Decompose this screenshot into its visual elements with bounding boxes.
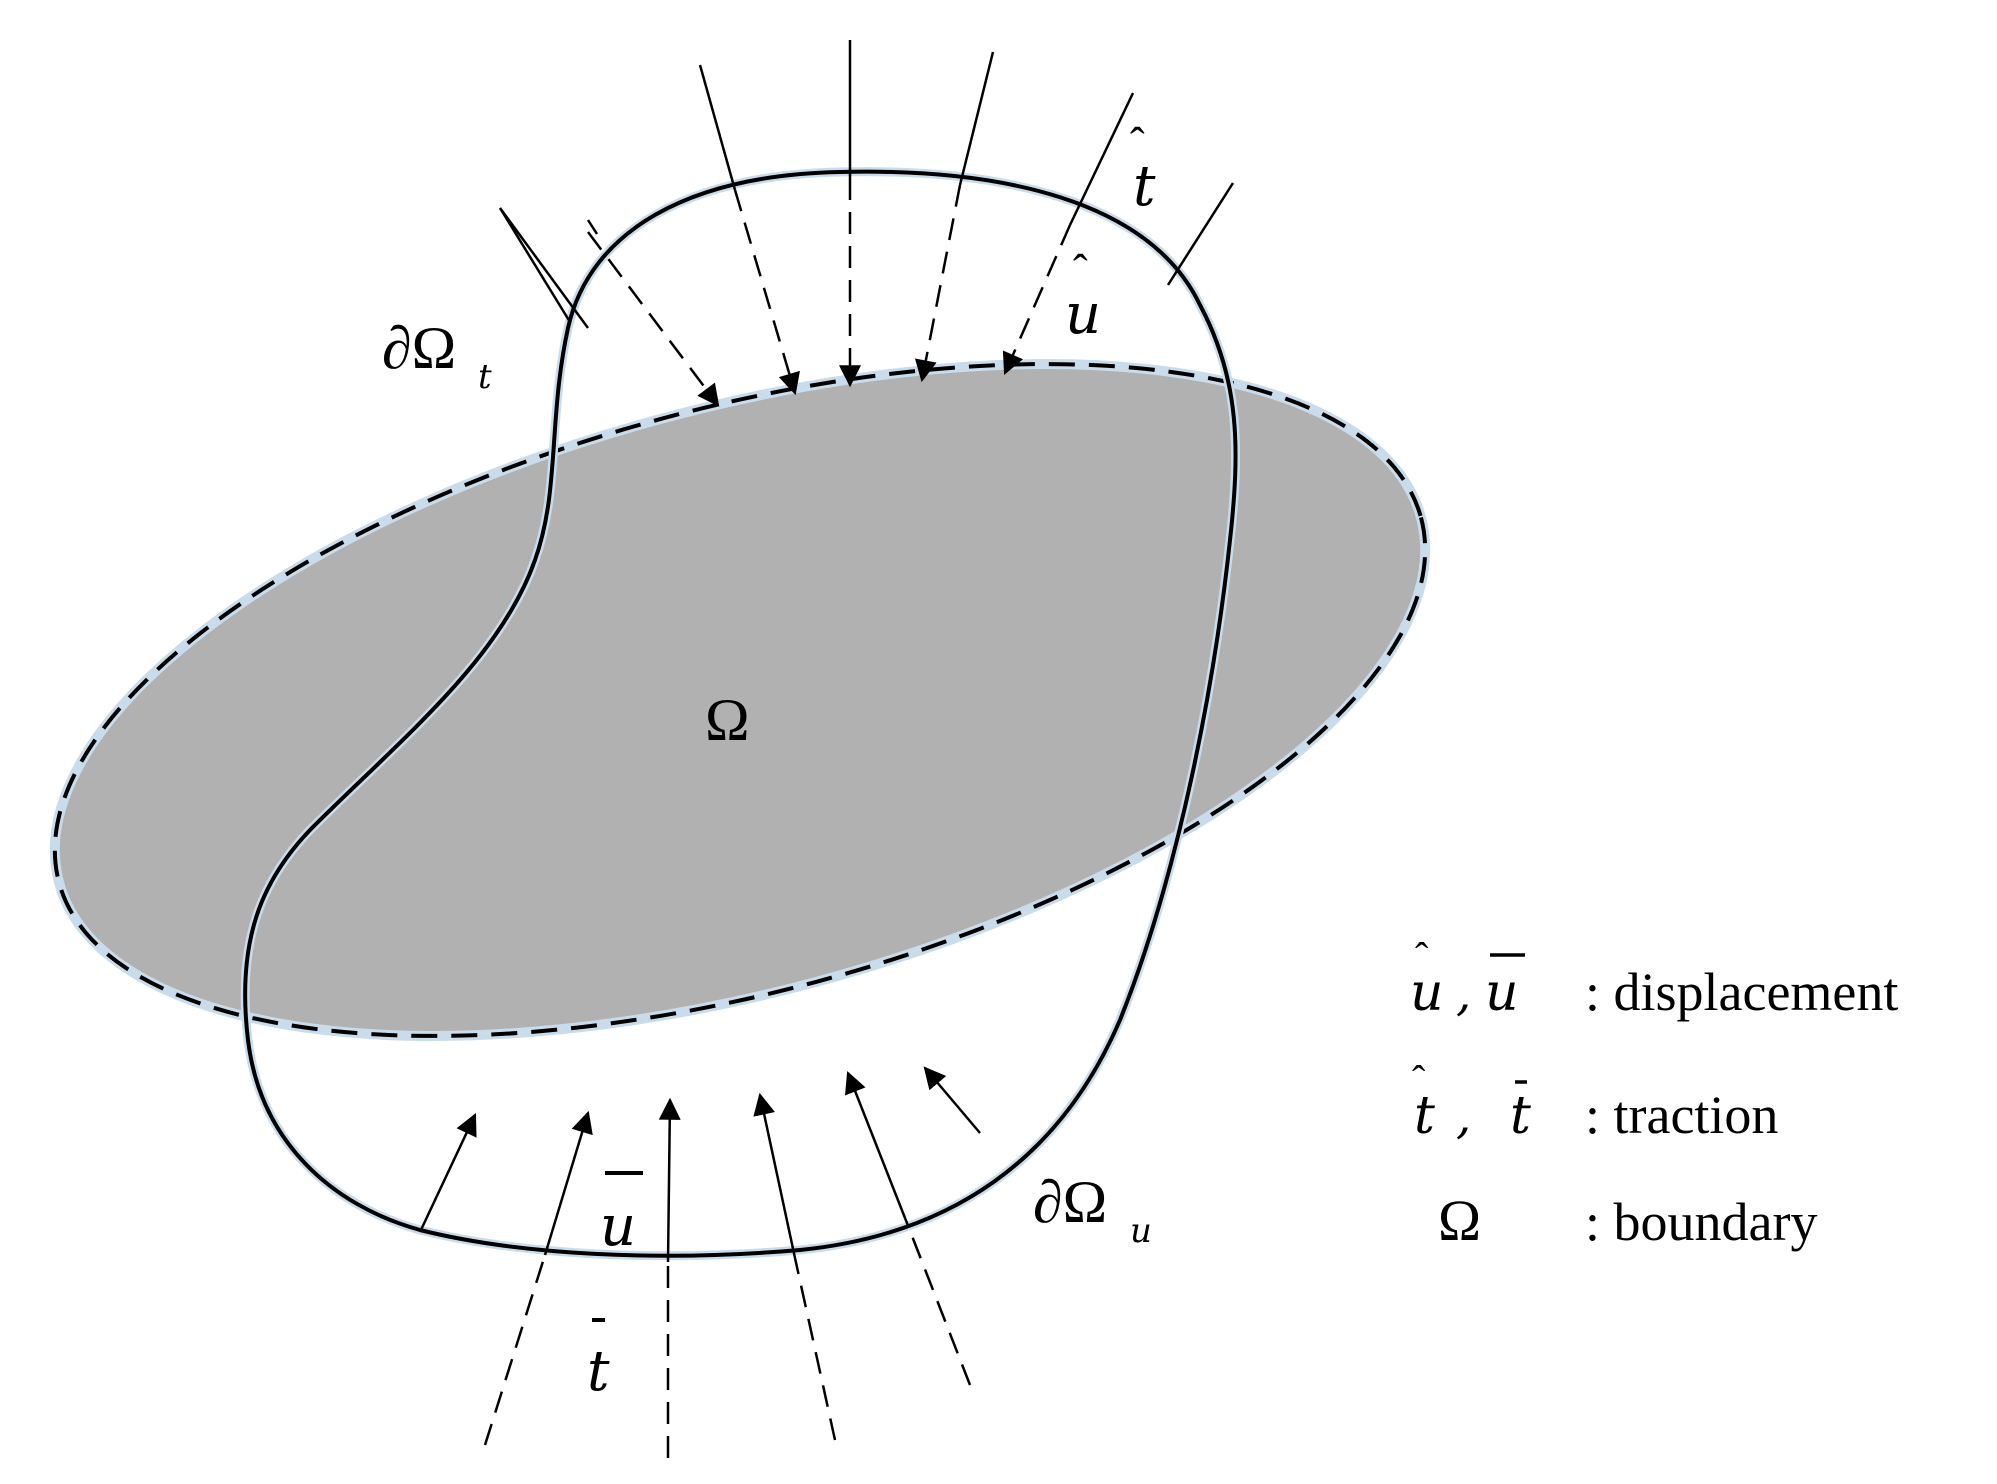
legend-row1-separator: ,	[1456, 966, 1471, 1022]
u-hat-symbol: u	[1065, 282, 1101, 347]
boundary-traction-label: ∂Ω	[382, 315, 456, 381]
legend: u ˆ , u : displacement t ˆ , t : tractio…	[1410, 934, 1898, 1253]
domain-ellipse	[49, 359, 1431, 1041]
boundary-traction-subscript: t	[478, 357, 492, 397]
legend-t-hat: t	[1414, 1086, 1435, 1146]
boundary-displacement-subscript: u	[1130, 1211, 1152, 1251]
u-hat-mark: ˆ	[1073, 246, 1088, 295]
legend-u-hat: u	[1410, 963, 1444, 1023]
u-bar-symbol: u	[600, 1194, 636, 1259]
legend-boundary-text: : boundary	[1585, 1192, 1817, 1252]
legend-row2-separator: ,	[1456, 1089, 1471, 1145]
legend-u-hat-mark: ˆ	[1415, 934, 1429, 979]
t-hat-symbol: t	[1133, 154, 1156, 219]
legend-t-hat-mark: ˆ	[1412, 1057, 1426, 1102]
legend-u-bar: u	[1485, 963, 1519, 1023]
legend-traction-text: : traction	[1585, 1085, 1778, 1145]
legend-t-bar: t	[1510, 1086, 1531, 1146]
top-traction-arrows	[498, 40, 1235, 407]
t-bar-symbol: t	[587, 1339, 610, 1404]
legend-omega: Ω	[1438, 1188, 1481, 1253]
bottom-displacement-arrows	[418, 1066, 981, 1458]
diagram-labels: Ω ∂Ω t ∂Ω u t ˆ u ˆ u t	[382, 119, 1156, 1404]
domain-label: Ω	[705, 687, 750, 753]
t-hat-mark: ˆ	[1130, 119, 1145, 168]
boundary-displacement-label: ∂Ω	[1033, 1169, 1107, 1235]
legend-displacement-text: : displacement	[1585, 962, 1898, 1022]
